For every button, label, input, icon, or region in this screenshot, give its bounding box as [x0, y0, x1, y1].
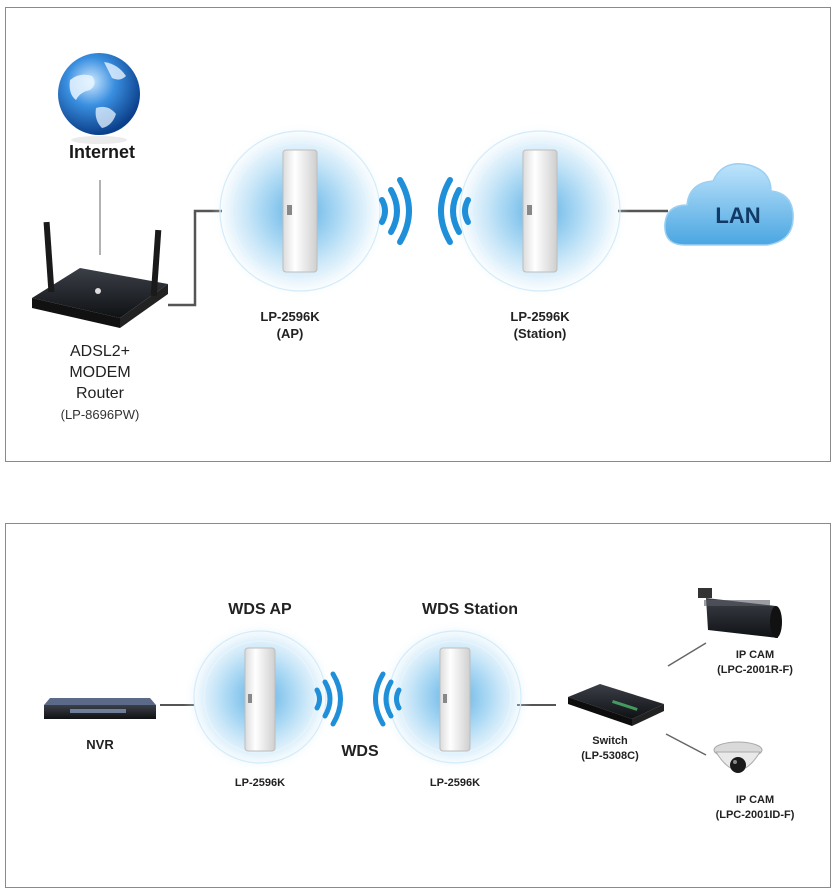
globe-icon	[58, 53, 140, 144]
wds-station-title: WDS Station	[390, 600, 550, 620]
wds-station-model-label: LP-2596K	[390, 777, 520, 791]
switch-model-label: (LP-5308C)	[560, 750, 660, 764]
internet-label: Internet	[42, 141, 162, 164]
station-model-label: LP-2596K	[475, 309, 605, 325]
station-role-label: (Station)	[475, 326, 605, 342]
bottom-diagram-panel	[5, 523, 831, 888]
lan-label: LAN	[693, 202, 783, 230]
router-model-label: (LP-8696PW)	[40, 407, 160, 423]
access-point-ap-device	[210, 121, 390, 301]
camera1-name-label: IP CAM	[695, 649, 815, 663]
router-label-line2: MODEM	[40, 363, 160, 383]
camera2-name-label: IP CAM	[695, 794, 815, 808]
router-label-line1: ADSL2+	[40, 342, 160, 362]
ap-model-label: LP-2596K	[225, 309, 355, 325]
wds-ap-title: WDS AP	[195, 600, 325, 620]
access-point-station-device	[450, 121, 630, 301]
nvr-label: NVR	[60, 737, 140, 753]
router-label-line3: Router	[40, 384, 160, 404]
camera1-model-label: (LPC-2001R-F)	[695, 664, 815, 678]
camera2-model-label: (LPC-2001ID-F)	[695, 809, 815, 823]
wds-ap-model-label: LP-2596K	[195, 777, 325, 791]
switch-name-label: Switch	[560, 735, 660, 749]
wds-link-label: WDS	[325, 742, 395, 762]
ap-role-label: (AP)	[225, 326, 355, 342]
